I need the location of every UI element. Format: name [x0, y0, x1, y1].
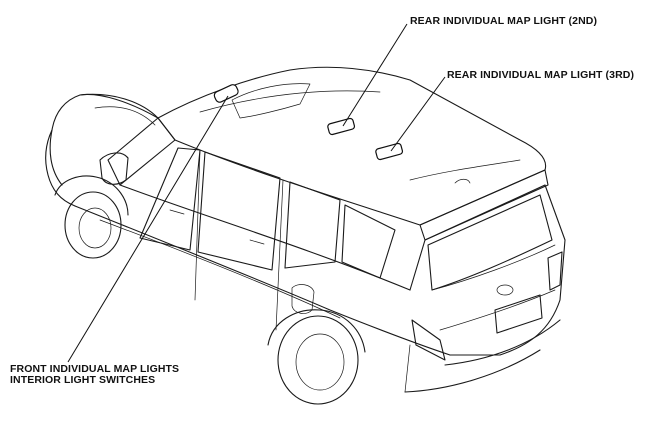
label-interior-light-switches: INTERIOR LIGHT SWITCHES	[10, 374, 156, 386]
label-front-map-lights-line1: FRONT INDIVIDUAL MAP LIGHTS	[10, 363, 180, 375]
rear-map-light-3rd	[375, 142, 404, 161]
label-rear-map-light-3rd: REAR INDIVIDUAL MAP LIGHT (3RD)	[447, 69, 635, 81]
rear-map-light-2nd	[327, 117, 356, 136]
leader-line-rear-3rd	[390, 76, 446, 152]
leader-line-front	[67, 95, 229, 363]
front-map-light	[213, 84, 239, 103]
vehicle-body	[45, 66, 566, 405]
label-rear-map-light-2nd: REAR INDIVIDUAL MAP LIGHT (2ND)	[410, 15, 598, 27]
leader-line-rear-2nd	[342, 23, 408, 127]
label-front-map-lights: FRONT INDIVIDUAL MAP LIGHTS INTERIOR LIG…	[10, 364, 179, 386]
